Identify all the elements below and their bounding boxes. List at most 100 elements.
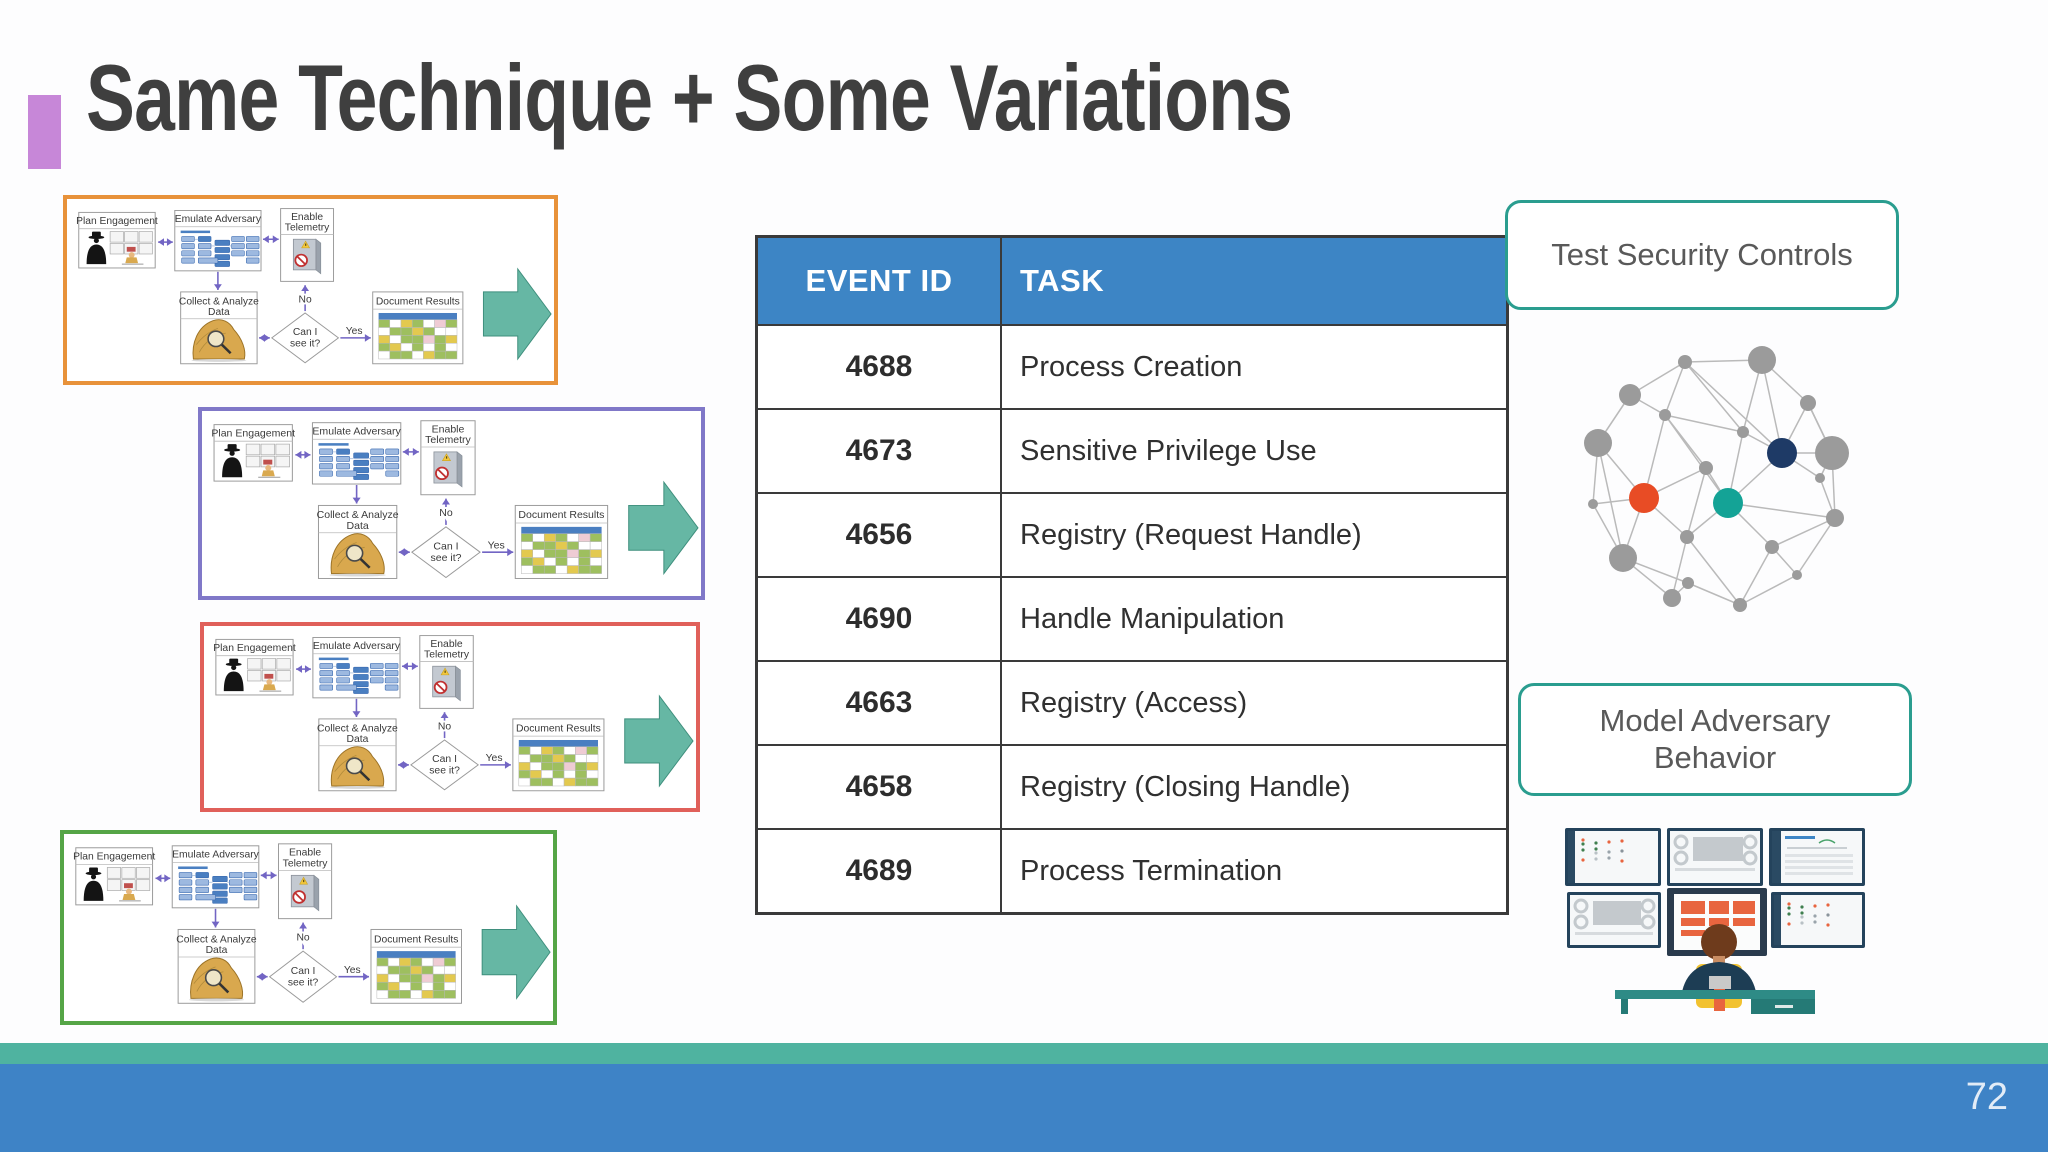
flow-node-plan-engagement: Plan Engagement xyxy=(213,638,296,696)
network-node xyxy=(1765,540,1779,554)
callout-model-adversary-behavior: Model Adversary Behavior xyxy=(1518,683,1912,796)
svg-text:Emulate Adversary: Emulate Adversary xyxy=(172,850,260,861)
network-node xyxy=(1800,395,1816,411)
next-step-arrow xyxy=(628,480,699,576)
svg-text:Emulate Adversary: Emulate Adversary xyxy=(313,641,401,652)
flow-node-emulate-adversary: Emulate Adversary xyxy=(312,637,401,699)
svg-text:Emulate Adversary: Emulate Adversary xyxy=(312,426,401,437)
svg-text:Can I: Can I xyxy=(432,754,457,765)
event-id-cell: 4688 xyxy=(755,324,1002,410)
flow-node-document-results: Document Results xyxy=(512,718,605,792)
svg-text:Enable: Enable xyxy=(432,425,465,436)
svg-text:Collect & Analyze: Collect & Analyze xyxy=(317,724,398,735)
spy-icon xyxy=(83,867,104,901)
no-label: No xyxy=(296,932,309,943)
task-cell: Process Creation xyxy=(1000,324,1509,410)
svg-text:Telemetry: Telemetry xyxy=(424,650,470,661)
network-node xyxy=(1792,570,1802,580)
yes-label: Yes xyxy=(486,753,503,764)
svg-text:Plan Engagement: Plan Engagement xyxy=(73,852,155,863)
svg-text:Telemetry: Telemetry xyxy=(425,435,471,446)
svg-text:Document Results: Document Results xyxy=(376,296,460,307)
svg-text:Telemetry: Telemetry xyxy=(285,223,330,234)
svg-text:see it?: see it? xyxy=(288,978,319,989)
footer-blue-bar xyxy=(0,1064,2048,1152)
event-id-cell: 4663 xyxy=(755,660,1002,746)
haystack-icon xyxy=(191,319,247,362)
yes-label: Yes xyxy=(346,326,363,337)
storyboard-icon xyxy=(109,231,153,265)
network-node xyxy=(1619,384,1641,406)
telemetry-book-icon xyxy=(433,451,463,488)
flow-node-plan-engagement: Plan Engagement xyxy=(211,424,295,482)
svg-text:Can I: Can I xyxy=(293,327,318,338)
telemetry-book-icon xyxy=(292,238,322,275)
header-task: TASK xyxy=(1000,235,1509,326)
title-accent-bar xyxy=(28,95,61,169)
event-id-cell: 4690 xyxy=(755,576,1002,662)
network-node-navy xyxy=(1767,438,1797,468)
person-head xyxy=(1701,924,1737,960)
network-node xyxy=(1663,589,1681,607)
network-node xyxy=(1584,429,1612,457)
svg-text:Document Results: Document Results xyxy=(374,934,458,945)
network-node xyxy=(1733,598,1747,612)
no-label: No xyxy=(438,722,452,733)
svg-text:see it?: see it? xyxy=(429,766,460,777)
storyboard-icon xyxy=(245,443,290,478)
storyboard-icon xyxy=(106,867,151,902)
svg-text:Enable: Enable xyxy=(289,848,321,859)
svg-text:Plan Engagement: Plan Engagement xyxy=(76,216,158,227)
flow-node-document-results: Document Results xyxy=(514,504,609,579)
flow-node-emulate-adversary: Emulate Adversary xyxy=(311,422,402,485)
no-label: No xyxy=(299,295,312,306)
next-step-arrow xyxy=(624,694,694,788)
spy-icon xyxy=(86,231,107,265)
flow-node-plan-engagement: Plan Engagement xyxy=(73,847,155,906)
network-node xyxy=(1815,436,1849,470)
footer-teal-stripe xyxy=(0,1043,2048,1064)
analyst-at-monitors-illustration xyxy=(1563,826,1875,1020)
results-matrix-icon xyxy=(376,951,456,999)
next-step-arrow xyxy=(481,904,551,1000)
monitors-svg xyxy=(1565,828,1865,1014)
flow-node-emulate-adversary: Emulate Adversary xyxy=(171,845,260,909)
event-id-cell: 4658 xyxy=(755,744,1002,830)
task-cell: Process Termination xyxy=(1000,828,1509,915)
network-node xyxy=(1748,346,1776,374)
network-node xyxy=(1609,544,1637,572)
svg-text:Enable: Enable xyxy=(291,212,323,223)
table-header-row: EVENT ID TASK xyxy=(755,235,1509,326)
network-node-orange xyxy=(1629,483,1659,513)
yes-label: Yes xyxy=(344,965,361,976)
svg-text:Can I: Can I xyxy=(433,541,458,552)
spy-icon xyxy=(223,658,244,692)
network-node xyxy=(1815,473,1825,483)
storyboard-icon xyxy=(247,658,291,692)
haystack-icon xyxy=(329,746,386,789)
svg-text:Data: Data xyxy=(206,945,228,956)
svg-text:Data: Data xyxy=(208,307,230,318)
svg-text:Plan Engagement: Plan Engagement xyxy=(211,428,295,439)
network-graph-svg xyxy=(1584,346,1849,612)
network-node xyxy=(1699,461,1713,475)
svg-text:Collect & Analyze: Collect & Analyze xyxy=(176,934,257,945)
task-cell: Registry (Request Handle) xyxy=(1000,492,1509,578)
network-node xyxy=(1678,355,1692,369)
haystack-icon xyxy=(188,957,245,1002)
